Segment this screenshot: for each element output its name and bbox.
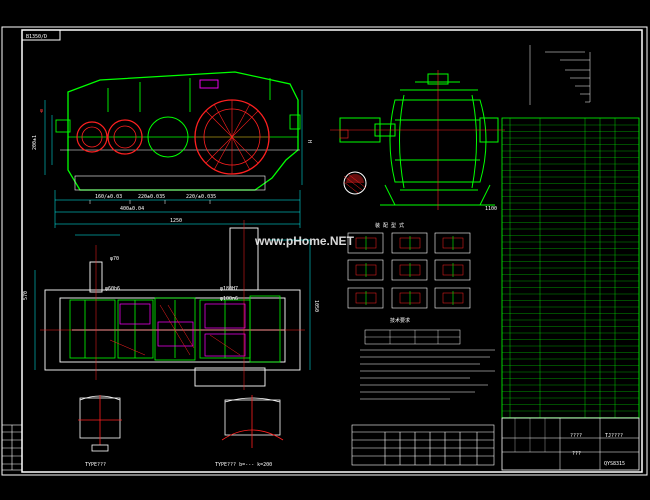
svg-text:TYPE???: TYPE??? bbox=[85, 462, 106, 468]
watermark-text: www.pHome.NET bbox=[254, 234, 355, 248]
left-margin-strip bbox=[1, 424, 23, 471]
svg-text:H: H bbox=[306, 140, 312, 143]
svg-text:220±0.035: 220±0.035 bbox=[138, 194, 165, 200]
outer-frame bbox=[1, 26, 648, 476]
title-qmarks-1: ???? bbox=[570, 433, 582, 439]
svg-text:160/±0.03: 160/±0.03 bbox=[95, 194, 122, 200]
drawing-code-box: B1350/D bbox=[21, 29, 61, 41]
detail-view-shaft-1 bbox=[78, 395, 122, 452]
side-view-gearbox: 1100 bbox=[330, 70, 505, 212]
svg-text:φ180H7: φ180H7 bbox=[220, 286, 238, 292]
assembly-variants-grid: 装 配 型 式 bbox=[347, 222, 471, 309]
title-code-1: TJ???? bbox=[605, 433, 623, 439]
svg-text:1100: 1100 bbox=[485, 206, 497, 212]
svg-text:200±1: 200±1 bbox=[32, 135, 38, 150]
svg-text:1050: 1050 bbox=[313, 300, 319, 312]
title-qmarks-2: ??? bbox=[572, 451, 581, 457]
title-code-2: QYS8315 bbox=[604, 461, 625, 467]
parts-list-table bbox=[501, 45, 640, 419]
inner-border bbox=[21, 29, 643, 473]
detail-view-shaft-2 bbox=[221, 395, 284, 448]
svg-text:φ: φ bbox=[40, 108, 43, 114]
svg-text:φ70: φ70 bbox=[110, 256, 119, 262]
front-view-gearbox: 1250 160/±0.03 220±0.035 220/±0.035 400±… bbox=[32, 71, 312, 228]
svg-text:φ100n6: φ100n6 bbox=[220, 296, 238, 302]
svg-text:400±0.04: 400±0.04 bbox=[120, 206, 144, 212]
svg-text:φ60h6: φ60h6 bbox=[105, 286, 120, 292]
drawing-code-text: B1350/D bbox=[26, 34, 47, 40]
parameter-table bbox=[351, 424, 495, 466]
svg-text:570: 570 bbox=[23, 291, 29, 300]
svg-text:装 配 型 式: 装 配 型 式 bbox=[375, 222, 404, 229]
svg-text:技术要求: 技术要求 bbox=[390, 317, 410, 324]
svg-text:220/±0.035: 220/±0.035 bbox=[186, 194, 216, 200]
svg-text:TYPE??? b=--- k=200: TYPE??? b=--- k=200 bbox=[215, 462, 272, 468]
title-block: ???? TJ???? ??? QYS8315 bbox=[501, 417, 640, 471]
section-view-gearbox: 570 1050 φ180H7 φ100n6 φ70 φ60h6 bbox=[23, 220, 319, 390]
overall-length-dim: 1250 bbox=[170, 218, 182, 224]
technical-requirements: 技术要求 bbox=[360, 317, 495, 400]
